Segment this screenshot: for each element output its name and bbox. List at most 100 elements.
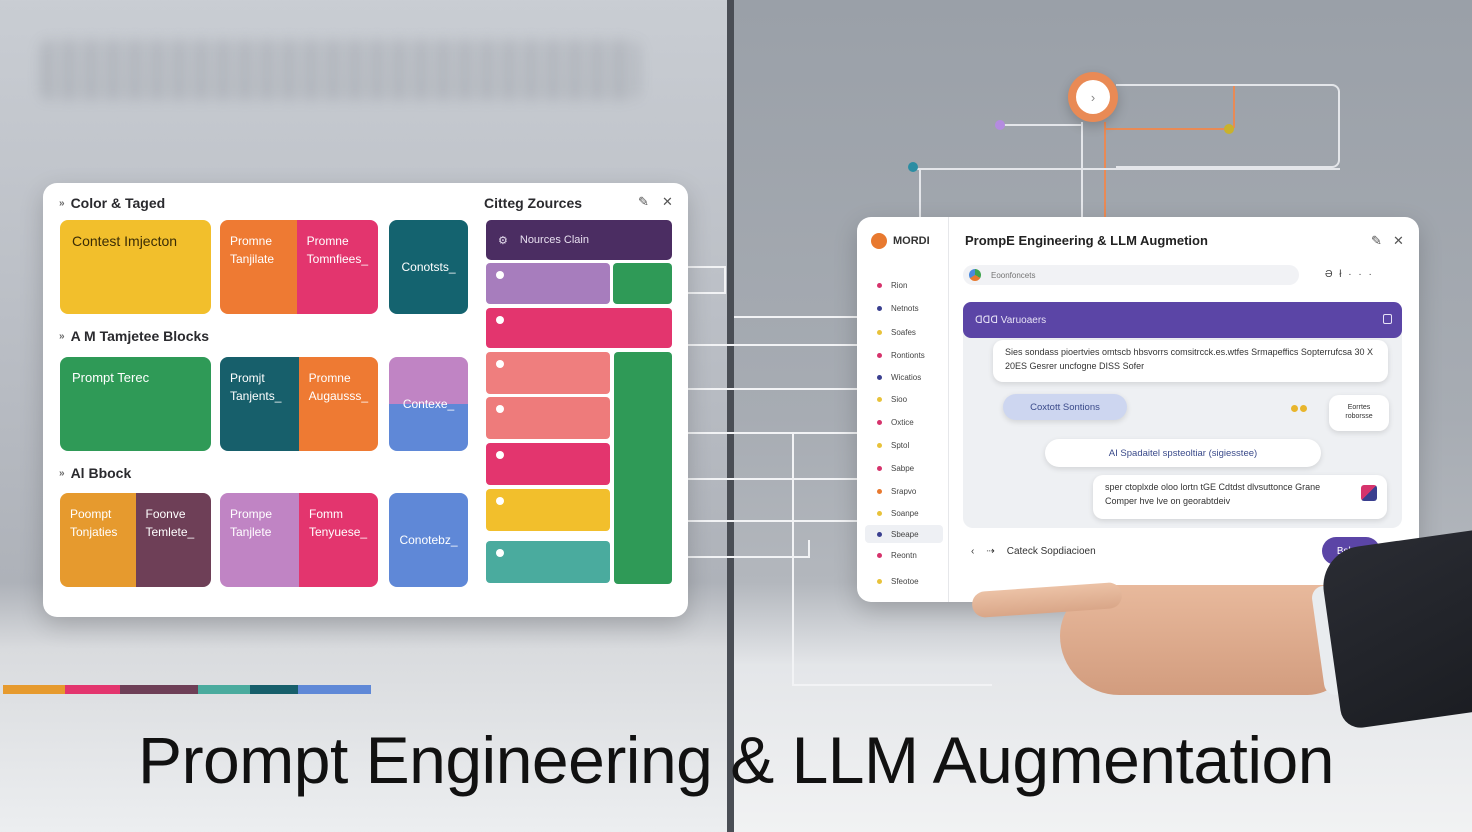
source-bar-tall[interactable] [614,352,672,584]
source-bar[interactable] [486,443,610,485]
pencil-icon[interactable]: ✎ [638,194,649,209]
tile-label: Promne Augausss_ [298,357,378,451]
sidebar-item[interactable]: Rion [865,276,943,294]
tile-label: Prompt Terec [72,370,150,385]
dot-icon [877,329,882,335]
strip-segment [65,685,120,694]
sidebar-item-label: Oxtice [891,417,914,427]
suit-sleeve [1318,529,1472,731]
chat-app-window: MORDI Rion Netnots Soafes Rontionts Wica… [857,217,1419,602]
center-divider [727,0,734,832]
toolbar-more[interactable]: Ə ł · · · [1325,269,1374,280]
sidebar-item[interactable]: Oxtice [865,413,943,431]
pencil-icon[interactable]: ✎ [1371,233,1382,248]
page-caption: Prompt Engineering & LLM Augmentation [138,723,1334,797]
sidebar-item-label: Wicatios [891,372,922,382]
flow-line [1104,128,1229,130]
tile-prompt-tree[interactable]: Prompt Terec [60,357,211,451]
tile-context-injection[interactable]: Contest Imjecton [60,220,211,314]
sidebar-item[interactable]: Sioo [865,390,943,408]
close-icon[interactable]: ✕ [662,194,673,209]
composer-input[interactable]: Cateck Sopdiacioen [1006,545,1096,557]
source-bar[interactable] [486,263,610,304]
sidebar-item[interactable]: Soafes [865,323,943,341]
source-bar[interactable] [486,308,672,348]
dot-icon [877,442,882,448]
sidebar-item[interactable]: Soanpe [865,504,943,522]
dot-icon [877,396,882,402]
strip-segment [250,685,298,694]
brand: MORDI [871,233,930,249]
source-bar[interactable] [486,352,610,394]
tile-label: Promjt Tanjents_ [220,357,299,451]
sidebar-item[interactable]: Sabpe [865,459,943,477]
arrow-right-icon[interactable]: ⇢ [986,545,995,557]
connector-line [688,520,858,522]
ai-suggestion-chip[interactable]: AI Spadaitel spsteoltiar (sigiesstee) [1045,439,1321,467]
template-panel: » Color & Taged » A M Tamjetee Blocks » … [43,183,688,617]
search-input[interactable] [991,270,1271,280]
sidebar-item[interactable]: Srapvo [865,482,943,500]
strip-segment [120,685,198,694]
tile-label: Promne Tanjilate [220,220,297,314]
flow-line [1000,124,1082,126]
bar-dot [496,451,504,459]
dot-icon [877,578,882,584]
message-text: sper ctoplxde oloo lortn tGE Cdtdst dlvs… [1105,482,1321,506]
sources-title: Citteg Zources [484,195,583,211]
bar-dot [496,405,504,413]
chevron-icon: » [59,467,65,479]
source-bar[interactable] [613,263,672,304]
chevron-left-icon[interactable]: ‹ [971,545,975,557]
flag-icon [1361,485,1377,501]
sidebar-item-label: Soafes [891,327,916,337]
dot-icon [877,510,882,516]
flow-play-node[interactable]: › [1068,72,1118,122]
tile-label: Poompt Tonjaties [60,493,136,587]
window-title: PrompE Engineering & LLM Augmetion [965,233,1208,248]
tile-prompt-augment[interactable]: Promjt Tanjents_ Promne Augausss_ [220,357,378,451]
sources-header[interactable]: ⚙ Nources Clain [486,220,672,260]
close-icon[interactable]: ✕ [1393,233,1404,248]
tile-prompt-form[interactable]: Prompe Tanjlete Fomm Tenyuese_ [220,493,378,587]
connector-line [688,478,858,480]
tile-prompt-templates[interactable]: Poompt Tonjaties Foonve Temlete_ [60,493,211,587]
dot-icon [877,305,882,311]
tile-contexts-blue[interactable]: Conotebz_ [389,493,468,587]
sidebar-item[interactable]: Rontionts [865,346,943,364]
tile-contexts[interactable]: Conotsts_ [389,220,468,314]
dot-icon [877,552,882,558]
sidebar-item-label: Soanpe [891,508,919,518]
source-bar[interactable] [486,541,610,583]
tile-label: Prompe Tanjlete [220,493,299,587]
sidebar-item-active[interactable]: Sbeape [865,525,943,543]
sidebar-item[interactable]: Reontn [865,546,943,564]
typing-dot [1300,405,1307,412]
dot-icon [877,282,882,288]
suggestion-chip[interactable]: Coxtott Sontions [1003,394,1127,420]
sidebar-item-label: Sptol [891,440,910,450]
sidebar-item[interactable]: Netnots [865,299,943,317]
tile-label: Contest Imjecton [72,233,178,249]
window-icon[interactable] [1383,314,1392,324]
strip-segment [198,685,250,694]
search-bar[interactable] [963,265,1299,285]
sidebar-item[interactable]: Wicatios [865,368,943,386]
sidebar-item[interactable]: Sptol [865,436,943,454]
sidebar-item-label: Sabpe [891,463,915,473]
source-bar[interactable] [486,489,610,531]
tile-context[interactable]: Contexe_ [389,357,468,451]
bar-dot [496,549,504,557]
flow-line [919,168,921,218]
tile-prompt-template[interactable]: Promne Tanjilate Promne Tomnfiees_ [220,220,378,314]
connector-line [734,316,858,318]
section-title-text: Al Bbock [70,465,132,481]
connector-line [688,344,858,346]
side-card: Eorrtes roborsse [1329,395,1389,431]
chat-header-label: ᗡᗡᗡ Varuoaers [975,314,1047,326]
sidebar-item[interactable]: Sfeotoe [865,572,943,590]
flow-dot [1224,124,1234,134]
connector-line [792,684,992,686]
source-bar[interactable] [486,397,610,439]
message-bubble-2: sper ctoplxde oloo lortn tGE Cdtdst dlvs… [1093,475,1387,519]
